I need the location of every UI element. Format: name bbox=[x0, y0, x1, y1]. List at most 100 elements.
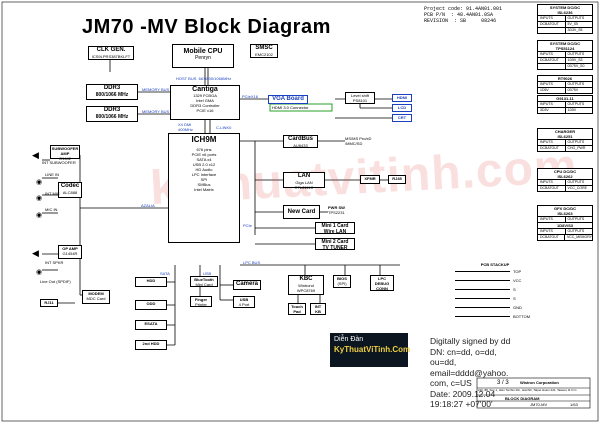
pcb-number: 48.4AN01.0SA bbox=[457, 12, 494, 18]
stackup-line bbox=[455, 280, 510, 281]
jack-line-in: LINE IN bbox=[45, 172, 60, 177]
power-block-subtitle: ISL6251 bbox=[557, 134, 573, 139]
power-block-title: 1D8V/S3 bbox=[556, 223, 573, 228]
ich9m-line-2: PCIE x6 ports bbox=[191, 152, 217, 157]
cpu-block: Mobile CPU Penryn bbox=[172, 44, 234, 68]
power-block-cell bbox=[538, 28, 566, 33]
power-block-cell: INPUTS bbox=[538, 82, 566, 87]
speaker-icon: ◀ bbox=[32, 150, 39, 160]
stackup-layer-name: S bbox=[513, 287, 516, 292]
stackup-line bbox=[455, 298, 510, 299]
sheet-number: 1 bbox=[570, 402, 573, 407]
pwr-sw-label: PWR SW TPS2231 bbox=[328, 205, 345, 215]
power-block-cell: CHG_PWR bbox=[567, 146, 586, 150]
codec-block: Codec ALC888 bbox=[58, 182, 82, 198]
power-block-cell: INPUTS bbox=[538, 140, 566, 145]
pcie16-label: PCIeX16 bbox=[242, 94, 259, 99]
ich9m-line-7: SPI bbox=[200, 177, 208, 182]
touch-pad-sub: Pad bbox=[293, 309, 301, 314]
power-block-cell: INPUTS bbox=[538, 180, 566, 185]
stackup-layer-name: S bbox=[513, 296, 516, 301]
odd-title: ODD bbox=[146, 301, 156, 306]
signature-line-5: com, c=US bbox=[430, 378, 472, 388]
power-block-cell: INPUTS bbox=[538, 16, 566, 21]
level-shift-title: Level shift bbox=[350, 93, 369, 98]
spk-amp-sub: G1442 bbox=[58, 156, 71, 161]
revision: SB bbox=[460, 18, 467, 24]
fsb-speed: 667/800/1066MHz bbox=[198, 76, 232, 81]
stackup-layer-name: BOTTOM bbox=[513, 314, 531, 319]
power-block-cell: OUTPUTS bbox=[567, 16, 585, 20]
stackup-layer-name: GND bbox=[513, 305, 522, 310]
power-block-cell: OUTPUTS bbox=[567, 180, 585, 184]
spk-amp-title: SUBWOOFER AMP bbox=[51, 146, 79, 156]
lpc-debug-block: LPC DEBUG CONN bbox=[370, 275, 394, 291]
vga-board-block: VGA Board bbox=[268, 95, 308, 104]
mini-card-2-sub: TV TUNER bbox=[322, 245, 348, 251]
esata-block: ESATA bbox=[135, 320, 167, 330]
ms-sd-title: MS/MS Pro/xD bbox=[345, 136, 372, 141]
xfmr-title: XFMR bbox=[364, 176, 376, 181]
cantiga-line-2: Intel GMA bbox=[196, 98, 214, 103]
power-block-cell: INPUTS bbox=[538, 217, 566, 222]
ddr3-a-sub: 800/1066 MHz bbox=[95, 92, 129, 98]
rj11-block: RJ11 bbox=[40, 299, 58, 307]
power-block-cell: INPUTS bbox=[538, 229, 566, 234]
power-block-cell: 3D3V_S5 bbox=[567, 28, 583, 32]
pcie-label: PCIe bbox=[243, 223, 252, 228]
doc-title: BLOCK DIAGRAM bbox=[505, 396, 540, 401]
power-block-cell: 3D3V bbox=[538, 108, 566, 113]
esata-title: ESATA bbox=[144, 321, 158, 326]
finger-title: Finger bbox=[194, 297, 208, 302]
stackup-line bbox=[455, 289, 510, 290]
power-block-cell: DCBATOUT bbox=[538, 22, 566, 27]
power-block-cell: DCBATOUT bbox=[538, 58, 566, 63]
new-card-block: New Card bbox=[283, 205, 320, 219]
bluetooth-block: BlueTooth Mini Card bbox=[190, 276, 218, 287]
spk-amp-block: SUBWOOFER AMP G1442 bbox=[50, 145, 80, 161]
pwr-sw-title: PWR SW bbox=[328, 205, 345, 210]
ddr3-a-title: DDR3 bbox=[103, 85, 121, 91]
sata2nd-block: 2nd HDD bbox=[135, 340, 167, 350]
cantiga-line-3: DDR3 Controller bbox=[190, 103, 220, 108]
signature-line-2: DN: cn=dd, o=dd, bbox=[430, 346, 497, 357]
smsc-title: SMSC bbox=[255, 45, 273, 51]
mini-card-2-block: Mini 2 Card TV TUNER bbox=[315, 238, 355, 251]
ddr3-b-block: DDR3 800/1066 MHz bbox=[86, 106, 138, 122]
power-block-cell: OUTPUTS bbox=[567, 102, 585, 106]
jack-int-spkr: INT SPKR bbox=[45, 260, 64, 265]
power-block-cell: 1D5V bbox=[538, 88, 566, 93]
logo-line1: Diễn Đàn bbox=[334, 336, 364, 343]
company-address: 21F, 88, Sec.1, Hsin Tai Wu Rd., Hsichih… bbox=[478, 389, 578, 392]
mini-card-1-sub: Wire LAN bbox=[323, 229, 347, 235]
sata-label: SATA bbox=[160, 271, 170, 276]
dmi-speed-label: 400MHz bbox=[178, 127, 193, 132]
touch-pad-block: Touch Pad bbox=[288, 303, 306, 315]
stackup-line bbox=[455, 307, 510, 308]
odd-block: ODD bbox=[135, 300, 167, 310]
forum-logo: Diễn Đàn KyThuatViTinh.Com bbox=[330, 333, 410, 367]
power-block-row: 0D75V_S0 bbox=[538, 63, 592, 69]
stackup-layer-name: TOP bbox=[513, 269, 522, 274]
cantiga-line-4: PCIE x16 bbox=[196, 108, 214, 113]
date-code: 08246 bbox=[481, 18, 497, 24]
power-block-subtitle: ISL6236 bbox=[557, 10, 573, 15]
stackup-layer-name: VCC bbox=[513, 278, 522, 283]
jack-icon: ◉ bbox=[36, 179, 43, 186]
lpc-debug-title: LPC bbox=[378, 276, 386, 281]
power-block-cell: VCC_MEMORY bbox=[566, 235, 592, 239]
power-block-cell: 1D5V bbox=[567, 108, 577, 112]
level-shift-sub: PS8101 bbox=[352, 98, 368, 103]
power-block-cell: OUTPUTS bbox=[567, 82, 585, 86]
kbc-block: KBC Winbond WPC8769 bbox=[288, 275, 324, 295]
azalia-label: AZALIA bbox=[141, 203, 155, 208]
